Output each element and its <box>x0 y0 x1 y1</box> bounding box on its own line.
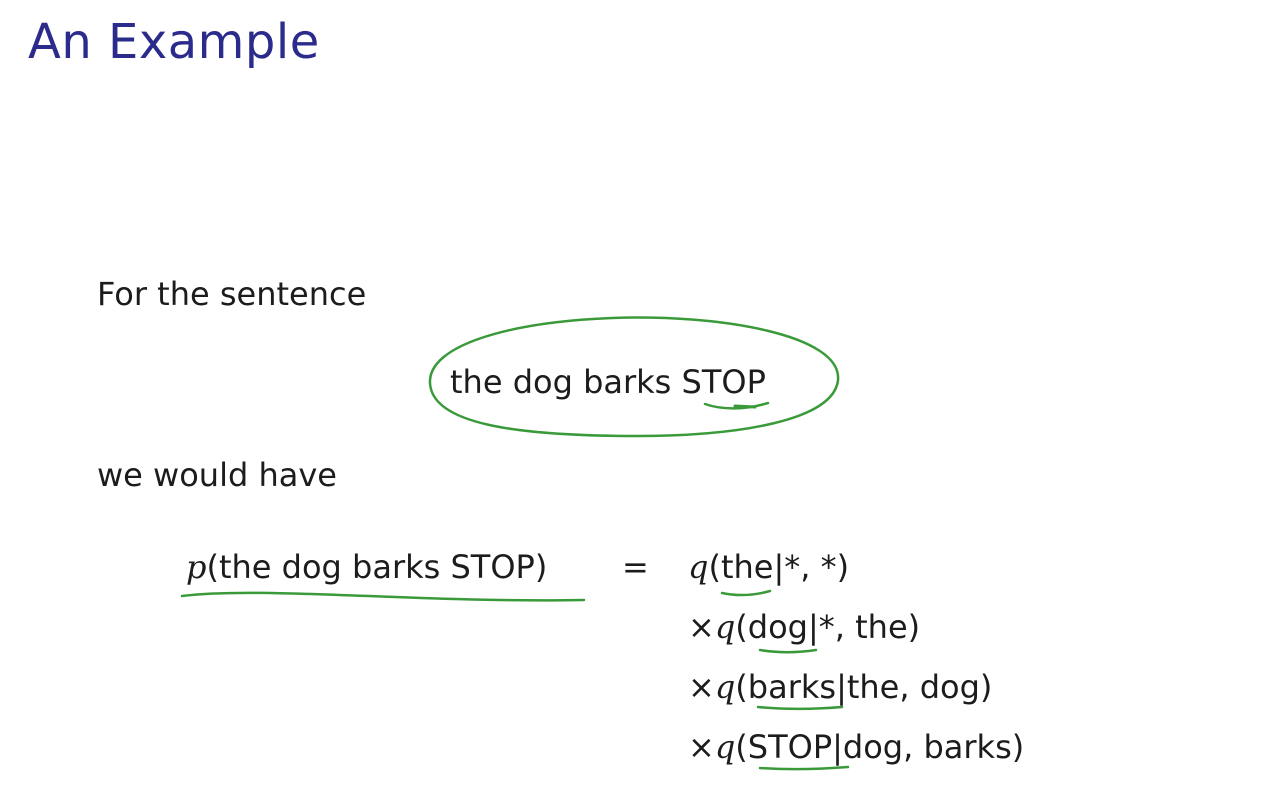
barks-underline-annotation <box>756 705 844 711</box>
slide-title: An Example <box>28 14 320 70</box>
lhs-function: p <box>186 548 207 586</box>
term-context: |dog, barks) <box>832 728 1025 766</box>
lhs-underline-annotation <box>180 591 586 602</box>
stop-term-underline-annotation <box>758 765 850 771</box>
equation-lhs: p(the dog barks STOP) <box>186 548 547 586</box>
term-function: q <box>714 608 736 646</box>
stop-underline-mark <box>733 404 757 409</box>
term-word: barks <box>747 668 837 706</box>
example-sentence: the dog barks STOP <box>450 363 766 401</box>
stop-underline-annotation <box>703 401 770 410</box>
times-symbol: × <box>688 668 715 706</box>
term-word: dog <box>747 608 808 646</box>
term-function: q <box>688 548 709 586</box>
equals-sign: = <box>622 548 649 586</box>
equation-term-4: ×q(STOP|dog, barks) <box>688 728 1025 766</box>
the-underline-annotation <box>720 589 772 597</box>
equation-term-1: q(the|*, *) <box>688 548 850 586</box>
term-context: |*, *) <box>773 548 850 586</box>
term-word: STOP <box>747 728 833 766</box>
times-symbol: × <box>688 608 715 646</box>
times-symbol: × <box>688 728 715 766</box>
term-context: |the, dog) <box>836 668 993 706</box>
equation-term-3: ×q(barks|the, dog) <box>688 668 993 706</box>
lhs-argument: (the dog barks STOP) <box>206 548 548 586</box>
term-function: q <box>714 728 736 766</box>
term-word: the <box>720 548 774 586</box>
outro-text: we would have <box>97 456 337 494</box>
term-context: |*, the) <box>807 608 921 646</box>
term-function: q <box>714 668 736 706</box>
dog-underline-annotation <box>758 648 818 654</box>
equation-term-2: ×q(dog|*, the) <box>688 608 921 646</box>
intro-text: For the sentence <box>97 275 367 313</box>
